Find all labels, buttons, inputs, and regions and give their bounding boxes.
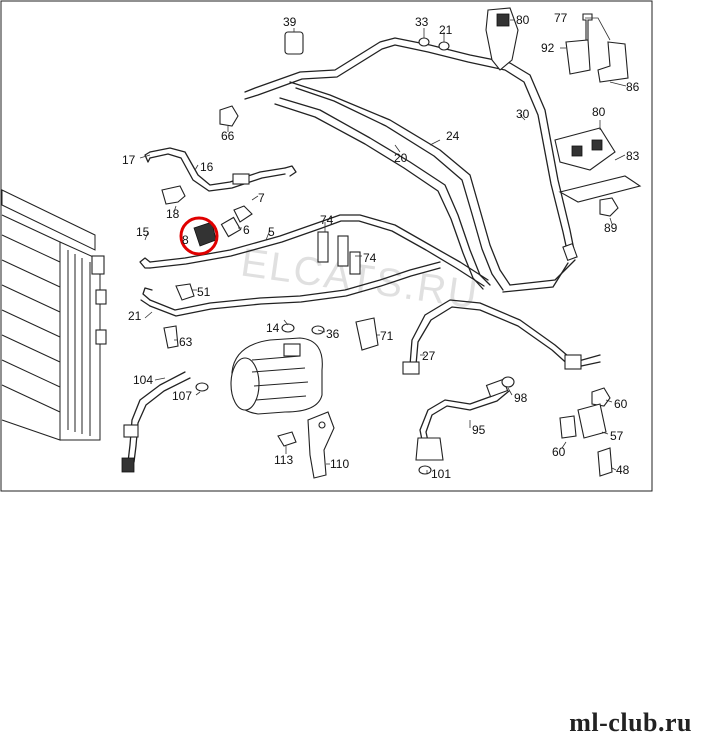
bracket-110 [307,411,335,479]
part-label: 80 [592,105,606,119]
part-label: 80 [516,13,530,27]
part-label: 86 [626,80,640,94]
part-label: 16 [200,160,214,174]
part-label: 83 [626,149,640,163]
part-label: 98 [514,391,528,405]
highlight-circle [179,216,219,256]
compressor [230,337,323,415]
site-signature: ml-club.ru [569,708,692,737]
pipe-5 [139,214,489,317]
small-parts [161,7,642,477]
part-label: 107 [172,389,192,403]
part-label: 36 [326,327,340,341]
part-label: 74 [320,213,334,227]
diagram-border [0,0,653,492]
part-label: 14 [266,321,280,335]
part-label: 71 [380,329,394,343]
part-label: 66 [221,129,235,143]
part-label: 5 [268,225,275,239]
pipe-27 [402,299,601,461]
part-label: 60 [614,397,628,411]
part-label: 6 [243,223,250,237]
leader-lines [139,17,627,474]
part-label: 92 [541,41,555,55]
part-label: 95 [472,423,486,437]
part-label: 104 [133,373,153,387]
part-label: 89 [604,221,618,235]
condenser [1,189,107,441]
part-label: 51 [197,285,211,299]
part-label: 74 [363,251,377,265]
part-label: 18 [166,207,180,221]
pipe-16 [144,147,297,192]
part-label: 17 [122,153,136,167]
part-label: 8 [182,233,189,247]
part-label: 24 [446,129,460,143]
part-label: 48 [616,463,630,477]
part-label: 7 [258,191,265,205]
pipe-104 [121,371,191,473]
part-label: 33 [415,15,429,29]
part-label: 63 [179,335,193,349]
part-label: 60 [552,445,566,459]
part-label: 21 [439,23,453,37]
part-label: 57 [610,429,624,443]
part-labels: 39 33 21 80 77 92 86 66 30 80 24 17 16 2… [122,11,640,481]
part-label: 30 [516,107,530,121]
part-label: 113 [274,453,293,467]
part-label: 15 [136,225,150,239]
part-label: 110 [330,457,349,471]
part-label: 21 [128,309,142,323]
part-label: 39 [283,15,297,29]
part-label: 77 [554,11,568,25]
part-label: 101 [431,467,451,481]
part-label: 20 [394,151,408,165]
part-label: 27 [422,349,436,363]
pipe-assembly-upper [244,37,578,293]
